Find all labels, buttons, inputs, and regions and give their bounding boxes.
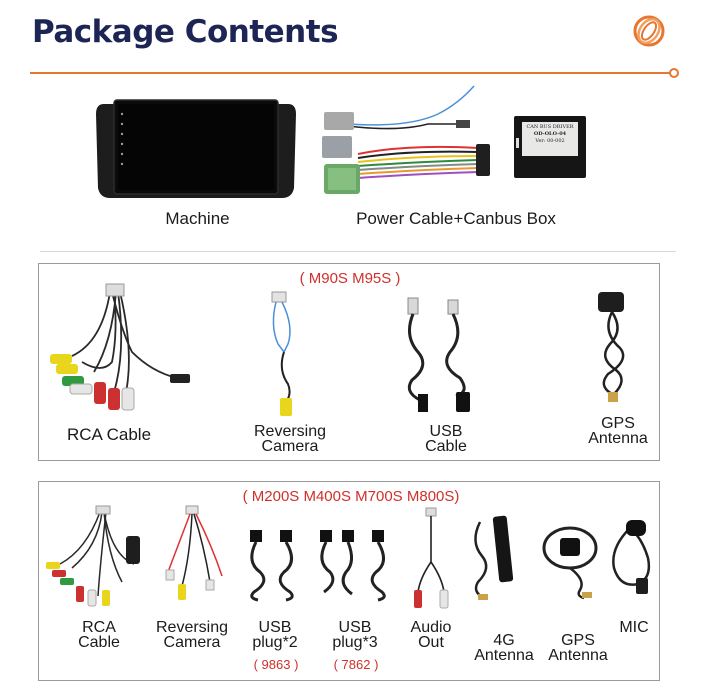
reversing-camera-cable-image: [271, 291, 292, 416]
canbus-label-line3: Ver: 00-002: [535, 138, 565, 144]
mic-label: MIC: [619, 619, 649, 636]
usb-plug-2-code: ( 9863 ): [253, 657, 299, 672]
reversing-camera-cable-image-s2: [165, 505, 223, 600]
4g-antenna-image: [474, 515, 514, 600]
mic-image: [612, 520, 651, 594]
section-m90s-m95s: [38, 263, 660, 461]
usb-plug-3-image: [320, 530, 386, 602]
gps-antenna-image-s2: [542, 526, 598, 600]
machine-head-unit-image: [96, 99, 296, 198]
power-cable-canbus-label: Power Cable+Canbus Box: [356, 209, 556, 228]
variant-label-m200s: ( M200S M400S M700S M800S): [242, 488, 460, 505]
canbus-label-line2: OD-OLO-04: [533, 131, 567, 137]
power-cable-harness-image: [322, 85, 490, 194]
header-divider: [30, 72, 672, 74]
divider-end-dot: [669, 68, 679, 78]
usb-plug-3-code: ( 7862 ): [333, 657, 379, 672]
section-separator: [40, 251, 676, 252]
section-m200s-m800s: [38, 481, 660, 681]
rca-cable-label-s1: RCA Cable: [66, 425, 152, 444]
canbus-label-line1: CAN BUS DRIVER: [526, 124, 574, 130]
audio-out-cable-image: [414, 507, 449, 609]
rca-cable-image: [50, 283, 190, 411]
page-title: Package Contents: [32, 14, 339, 50]
usb-plug-2-image: [250, 530, 294, 602]
machine-label: Machine: [165, 209, 230, 228]
gps-antenna-image: [598, 292, 625, 402]
canbus-box-image: CAN BUS DRIVER OD-OLO-04 Ver: 00-002: [514, 116, 586, 178]
usb-cable-image: [407, 297, 470, 412]
rca-cable-image-s2: [46, 505, 140, 607]
variant-label-m90s: ( M90S M95S ): [299, 270, 401, 287]
orange-ring-logo-icon: [633, 15, 665, 47]
